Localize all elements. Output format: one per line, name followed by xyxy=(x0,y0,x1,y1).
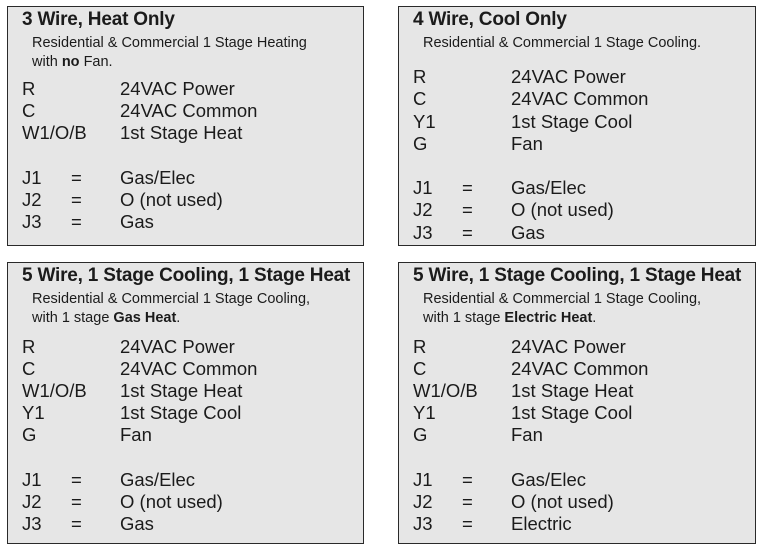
terminal-label: R xyxy=(22,336,36,357)
terminal-value: 24VAC Common xyxy=(120,358,258,379)
jumper-label: J3 xyxy=(413,513,433,534)
jumper-value: O (not used) xyxy=(511,491,614,512)
equals-sign: = xyxy=(71,189,82,210)
terminal-label: Y1 xyxy=(22,402,45,423)
terminal-label: Y1 xyxy=(413,402,436,423)
terminal-label: R xyxy=(413,336,427,357)
panel-description: Residential & Commercial 1 Stage Heating xyxy=(32,35,307,51)
terminal-label: G xyxy=(22,424,37,445)
jumper-label: J2 xyxy=(413,199,433,220)
terminal-value: 24VAC Power xyxy=(511,66,626,87)
terminal-label: C xyxy=(22,100,36,121)
jumper-value: O (not used) xyxy=(511,199,614,220)
jumper-label: J1 xyxy=(22,469,42,490)
terminal-label: W1/O/B xyxy=(22,380,87,401)
jumper-value: Gas xyxy=(511,222,545,243)
equals-sign: = xyxy=(462,513,473,534)
jumper-label: J2 xyxy=(22,189,42,210)
terminal-value: 24VAC Power xyxy=(120,336,235,357)
jumper-label: J2 xyxy=(413,491,433,512)
terminal-value: Fan xyxy=(120,424,152,445)
terminal-label: R xyxy=(22,78,36,99)
jumper-value: O (not used) xyxy=(120,189,223,210)
panel-title: 4 Wire, Cool Only xyxy=(413,9,567,30)
panel-title: 5 Wire, 1 Stage Cooling, 1 Stage Heat xyxy=(22,265,351,286)
equals-sign: = xyxy=(71,211,82,232)
terminal-value: 24VAC Common xyxy=(511,358,649,379)
panel-description-line2: with 1 stage Electric Heat. xyxy=(423,310,597,326)
jumper-label: J3 xyxy=(413,222,433,243)
equals-sign: = xyxy=(462,491,473,512)
jumper-value: Gas/Elec xyxy=(120,469,196,490)
description-emphasis: Gas Heat xyxy=(113,310,177,326)
terminal-value: Fan xyxy=(511,133,543,154)
terminal-label: W1/O/B xyxy=(22,122,87,143)
terminal-label: C xyxy=(413,358,427,379)
panel-description-line2: with no Fan. xyxy=(32,54,113,70)
jumper-value: O (not used) xyxy=(120,491,223,512)
terminal-label: W1/O/B xyxy=(413,380,478,401)
panel-5-wire-electric-heat: 5 Wire, 1 Stage Cooling, 1 Stage Heat Re… xyxy=(398,262,756,544)
panel-description: Residential & Commercial 1 Stage Cooling… xyxy=(423,291,702,307)
equals-sign: = xyxy=(462,199,473,220)
jumper-value: Gas/Elec xyxy=(511,469,587,490)
equals-sign: = xyxy=(462,177,473,198)
equals-sign: = xyxy=(71,167,82,188)
description-emphasis: Electric Heat xyxy=(504,310,593,326)
jumper-label: J3 xyxy=(22,211,42,232)
panel-5-wire-gas-heat: 5 Wire, 1 Stage Cooling, 1 Stage Heat Re… xyxy=(7,262,364,544)
jumper-value: Gas xyxy=(120,513,154,534)
terminal-value: 24VAC Common xyxy=(120,100,258,121)
terminal-value: 1st Stage Heat xyxy=(120,380,243,401)
terminal-label: G xyxy=(413,133,428,154)
equals-sign: = xyxy=(462,222,473,243)
terminal-label: C xyxy=(22,358,36,379)
panel-description: Residential & Commercial 1 Stage Cooling… xyxy=(32,291,311,307)
equals-sign: = xyxy=(71,513,82,534)
terminal-value: 1st Stage Cool xyxy=(120,402,242,423)
jumper-value: Gas/Elec xyxy=(120,167,196,188)
jumper-value: Gas xyxy=(120,211,154,232)
equals-sign: = xyxy=(71,469,82,490)
terminal-value: 1st Stage Cool xyxy=(511,402,633,423)
jumper-value: Electric xyxy=(511,513,572,534)
terminal-label: G xyxy=(413,424,428,445)
terminal-value: 24VAC Power xyxy=(511,336,626,357)
terminal-value: 1st Stage Heat xyxy=(511,380,634,401)
terminal-label: Y1 xyxy=(413,111,436,132)
terminal-value: 1st Stage Heat xyxy=(120,122,243,143)
jumper-label: J2 xyxy=(22,491,42,512)
terminal-label: C xyxy=(413,88,427,109)
panel-description: Residential & Commercial 1 Stage Cooling… xyxy=(423,35,702,51)
panel-3-wire-heat-only: 3 Wire, Heat Only Residential & Commerci… xyxy=(7,6,364,246)
panel-title: 3 Wire, Heat Only xyxy=(22,9,175,30)
terminal-value: 24VAC Common xyxy=(511,88,649,109)
jumper-label: J1 xyxy=(413,177,433,198)
panel-title: 5 Wire, 1 Stage Cooling, 1 Stage Heat xyxy=(413,265,742,286)
terminal-value: Fan xyxy=(511,424,543,445)
equals-sign: = xyxy=(71,491,82,512)
panel-description-line2: with 1 stage Gas Heat. xyxy=(32,310,181,326)
equals-sign: = xyxy=(462,469,473,490)
panel-4-wire-cool-only: 4 Wire, Cool Only Residential & Commerci… xyxy=(398,6,756,246)
jumper-label: J1 xyxy=(413,469,433,490)
terminal-value: 1st Stage Cool xyxy=(511,111,633,132)
jumper-value: Gas/Elec xyxy=(511,177,587,198)
jumper-label: J1 xyxy=(22,167,42,188)
terminal-value: 24VAC Power xyxy=(120,78,235,99)
description-emphasis: no xyxy=(61,54,80,70)
jumper-label: J3 xyxy=(22,513,42,534)
terminal-label: R xyxy=(413,66,427,87)
